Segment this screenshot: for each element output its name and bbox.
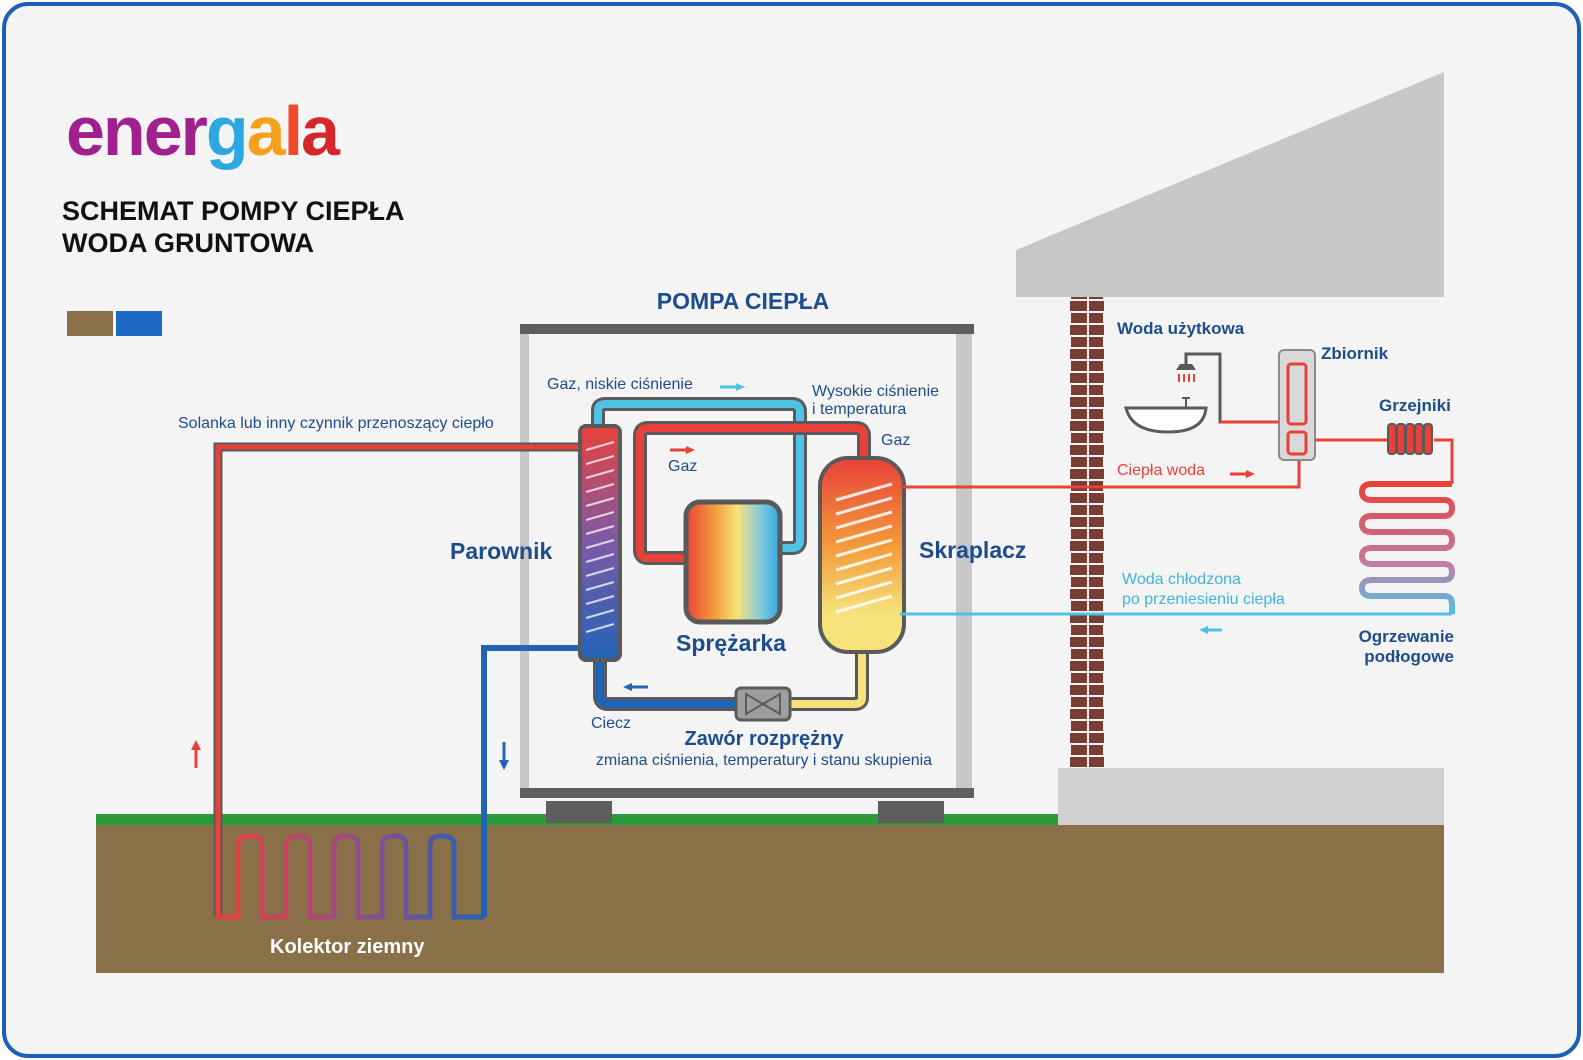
warm-water-label: Ciepła woda	[1117, 462, 1205, 479]
title-line1: SCHEMAT POMPY CIEPŁA	[62, 196, 405, 226]
ground-collector-loop	[218, 833, 484, 920]
tank-coil-bottom	[1286, 430, 1308, 456]
collector-label: Kolektor ziemny	[270, 936, 425, 958]
logo-part-l: l	[284, 92, 301, 170]
shower-water-icon	[1178, 374, 1195, 382]
floor-heating-label-2: podłogowe	[1364, 647, 1454, 666]
arrow-down-head-icon	[499, 760, 509, 770]
valve-symbol-icon	[745, 692, 781, 716]
pump-box-top	[520, 324, 974, 334]
brick-wall	[1070, 297, 1104, 770]
pump-box-bottom	[520, 788, 974, 798]
evaporator-coil	[585, 441, 615, 633]
tank	[1278, 349, 1316, 461]
arrow-right-gas-head-icon	[686, 446, 695, 454]
liquid-label: Ciecz	[591, 715, 631, 732]
cooled-water-label-1: Woda chłodzona	[1122, 571, 1241, 588]
condenser-label: Skraplacz	[919, 537, 1026, 563]
radiator-return-pipe	[1434, 438, 1454, 484]
logo: energala	[66, 92, 341, 170]
shower-head-icon	[1176, 364, 1196, 370]
hot-water-label: Woda użytkowa	[1117, 319, 1245, 338]
soil	[96, 825, 1444, 973]
tap-icon	[1182, 397, 1190, 408]
tank-label: Zbiornik	[1321, 344, 1389, 363]
house-foundation	[1058, 768, 1444, 825]
heat-pump-title: POMPA CIEPŁA	[657, 288, 830, 314]
low-pressure-pipe	[594, 400, 804, 552]
pump-foot-left	[546, 801, 612, 823]
arrow-left-liquid-head-icon	[623, 683, 632, 691]
high-pressure-pipe	[636, 424, 868, 562]
radiators-label: Grzejniki	[1379, 396, 1451, 415]
logo-part-ener: ener	[66, 92, 208, 170]
arrow-warm-water-head-icon	[1246, 470, 1255, 478]
bathtub-icon	[1124, 406, 1208, 434]
logo-part-a1: a	[247, 92, 287, 170]
gas-low-label: Gaz, niskie ciśnienie	[547, 376, 693, 393]
gas-inner-label: Gaz	[668, 458, 697, 475]
condenser	[818, 456, 906, 654]
valve-title-label: Zawór rozprężny	[685, 728, 845, 750]
logo-part-a2: a	[301, 92, 341, 170]
title-line2: WODA GRUNTOWA	[62, 228, 314, 258]
brine-pipe-down	[481, 645, 582, 917]
compressor-label: Sprężarka	[676, 630, 786, 656]
legend-swatch-soil	[67, 311, 113, 336]
high-pressure-label-2: i temperatura	[812, 401, 906, 418]
liquid-pipe-right	[790, 650, 866, 708]
arrow-right-head-icon	[736, 383, 745, 391]
tank-coil-top	[1286, 362, 1308, 426]
warm-water-pipe	[900, 458, 1301, 489]
floor-heating-label-1: Ogrzewanie	[1359, 627, 1454, 646]
evaporator-label: Parownik	[450, 538, 552, 564]
high-pressure-label-1: Wysokie ciśnienie	[812, 383, 939, 400]
pump-box-right	[956, 334, 972, 788]
cooled-water-label-2: po przeniesieniu ciepła	[1122, 591, 1285, 608]
house-roof	[1016, 72, 1444, 297]
brine-label: Solanka lub inny czynnik przenoszący cie…	[178, 415, 494, 432]
logo-part-g: g	[206, 92, 247, 170]
pump-foot-right	[878, 801, 944, 823]
condenser-coil	[835, 482, 893, 614]
liquid-pipe-left	[596, 660, 736, 708]
gas-right-label: Gaz	[881, 432, 910, 449]
brine-pipe-up	[215, 444, 582, 917]
floor-heating-coil	[1358, 481, 1456, 614]
arrow-up-head-icon	[191, 740, 201, 750]
radiator-icon	[1387, 423, 1433, 455]
arrow-cooled-water-head-icon	[1199, 626, 1208, 634]
valve-sub-label: zmiana ciśnienia, temperatury i stanu sk…	[596, 752, 932, 769]
legend-swatch-blue	[116, 311, 162, 336]
pump-box-left	[520, 334, 529, 788]
compressor	[683, 499, 783, 625]
